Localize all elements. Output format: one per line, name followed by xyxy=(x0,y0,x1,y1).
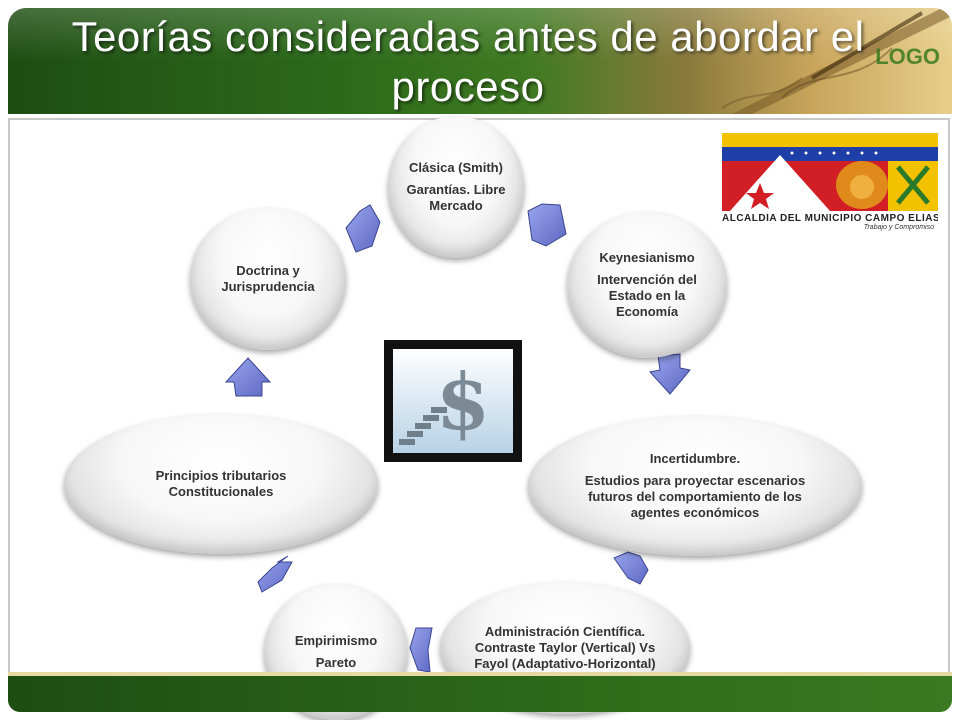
node-admin-title: Administración Científica. Contraste Tay… xyxy=(474,624,656,671)
municipality-logo: ALCALDÍA DEL MUNICIPIO CAMPO ELÍAS Traba… xyxy=(722,133,938,233)
fountain-pen-icon xyxy=(721,8,952,114)
svg-text:$: $ xyxy=(436,357,490,448)
dollar-icon: $ xyxy=(393,349,513,453)
arrow-4 xyxy=(613,551,649,585)
node-princ-title: Principios tributarios Constitucionales xyxy=(155,468,287,499)
arrow-5 xyxy=(409,627,433,673)
node-doct-title: Doctrina y Jurisprudencia xyxy=(221,263,315,294)
footer-divider xyxy=(8,672,952,676)
arrow-2 xyxy=(527,203,567,247)
campo-elias-logo-icon xyxy=(722,133,938,211)
node-keynes-desc: Intervención del Estado en la Economía xyxy=(597,272,697,319)
municipality-name: ALCALDÍA DEL MUNICIPIO CAMPO ELÍAS xyxy=(722,213,938,224)
arrow-3 xyxy=(649,353,691,395)
arrow-6 xyxy=(257,555,293,593)
node-doctrina: Doctrina y Jurisprudencia xyxy=(190,208,346,350)
node-clasica-title: Clásica (Smith) xyxy=(409,160,503,175)
node-principios: Principios tributarios Constitucionales xyxy=(64,414,378,554)
page-title: Teorías consideradas antes de abordar el… xyxy=(71,13,865,110)
node-keynesianismo: Keynesianismo Intervención del Estado en… xyxy=(567,212,727,358)
title-banner: LOGO Teorías consideradas antes de abord… xyxy=(8,8,952,114)
node-empir-title: Empirimismo xyxy=(294,633,378,648)
node-keynes-title: Keynesianismo xyxy=(599,250,695,265)
footer-bar xyxy=(8,676,952,712)
node-clasica-desc: Garantías. Libre Mercado xyxy=(406,182,506,213)
arrow-1 xyxy=(345,204,381,253)
node-empir-desc: Pareto xyxy=(315,655,357,670)
node-incert-title: Incertidumbre. xyxy=(649,451,741,466)
arrow-7 xyxy=(224,357,272,397)
logo-placeholder: LOGO xyxy=(875,44,940,69)
node-incertidumbre: Incertidumbre. Estudios para proyectar e… xyxy=(528,416,862,556)
dollar-staircase-image: $ xyxy=(384,340,522,462)
node-clasica: Clásica (Smith) Garantías. Libre Mercado xyxy=(388,116,524,258)
municipality-slogan: Trabajo y Compromiso xyxy=(863,224,934,231)
node-incert-desc: Estudios para proyectar escenarios futur… xyxy=(584,473,806,520)
